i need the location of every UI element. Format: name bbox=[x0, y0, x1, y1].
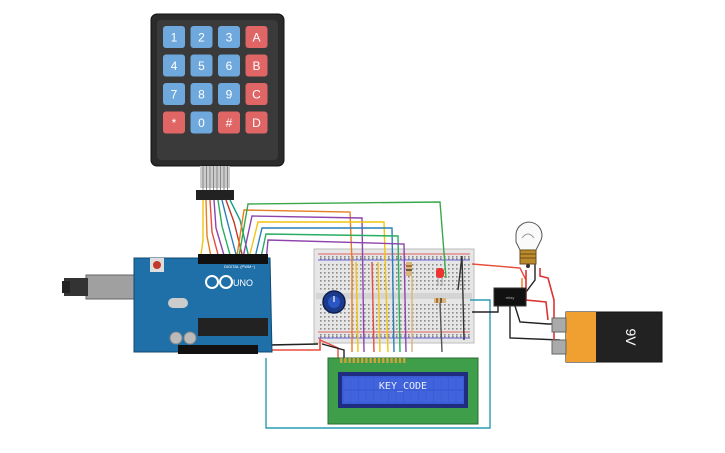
potentiometer[interactable] bbox=[322, 290, 346, 314]
resistor-2[interactable] bbox=[434, 298, 446, 303]
digital-header bbox=[198, 254, 268, 264]
keypad-key-label: C bbox=[252, 88, 261, 102]
keypad-key-label: 5 bbox=[198, 59, 205, 73]
keypad-key-label: 8 bbox=[198, 88, 205, 102]
keypad-key-C[interactable]: C bbox=[245, 83, 268, 105]
keypad-key-label: * bbox=[172, 116, 177, 130]
battery-9v[interactable]: 9V bbox=[551, 311, 663, 363]
keypad-key-2[interactable]: 2 bbox=[190, 26, 213, 48]
keypad-key-label: # bbox=[226, 116, 233, 130]
relay[interactable]: relay bbox=[493, 287, 527, 307]
keypad-key-B[interactable]: B bbox=[245, 54, 268, 77]
keypad-ribbon-lines bbox=[202, 166, 228, 190]
keypad-key-3[interactable]: 3 bbox=[218, 26, 240, 48]
power-header bbox=[178, 345, 258, 354]
keypad-key-7[interactable]: 7 bbox=[163, 83, 185, 105]
keypad-ribbon bbox=[200, 166, 230, 188]
keypad-key-A[interactable]: A bbox=[245, 26, 268, 48]
keypad-key-label: B bbox=[252, 59, 260, 73]
keypad-key-D[interactable]: D bbox=[245, 111, 268, 134]
keypad-key-label: D bbox=[252, 116, 261, 130]
battery-label: 9V bbox=[623, 328, 639, 346]
keypad-key-label: 4 bbox=[171, 59, 178, 73]
lcd-pins bbox=[340, 358, 406, 363]
keypad-key-*[interactable]: * bbox=[163, 111, 185, 134]
breadboard-holes bbox=[320, 256, 470, 338]
keypad[interactable]: 1 2 3 A 4 5 6 B 7 8 9 C * 0 # D bbox=[150, 13, 285, 200]
lcd-display[interactable]: KEY_CODE bbox=[327, 357, 479, 425]
keypad-key-label: A bbox=[252, 31, 260, 45]
keypad-key-label: 1 bbox=[171, 31, 178, 45]
led[interactable] bbox=[436, 268, 444, 286]
keypad-key-label: 9 bbox=[226, 88, 233, 102]
arduino-logo: UNO bbox=[205, 275, 253, 289]
lcd-char-grid bbox=[344, 378, 463, 402]
lcd-text: KEY_CODE bbox=[379, 381, 427, 392]
arduino-uno[interactable]: UNO DIGITAL (PWM~) bbox=[62, 254, 273, 354]
keypad-key-label: 0 bbox=[198, 116, 205, 130]
keypad-key-0[interactable]: 0 bbox=[190, 111, 213, 134]
keypad-key-label: 7 bbox=[171, 88, 178, 102]
keypad-key-label: 2 bbox=[198, 31, 205, 45]
reset-button bbox=[153, 261, 161, 269]
keypad-key-6[interactable]: 6 bbox=[218, 54, 240, 77]
light-bulb[interactable] bbox=[515, 221, 543, 268]
keypad-header bbox=[196, 190, 234, 200]
relay-label: relay bbox=[506, 295, 515, 300]
digital-label: DIGITAL (PWM~) bbox=[224, 264, 256, 269]
keypad-key-label: 6 bbox=[226, 59, 233, 73]
resistor-1[interactable] bbox=[406, 262, 412, 276]
atmega-chip bbox=[198, 318, 268, 336]
keypad-key-1[interactable]: 1 bbox=[163, 26, 185, 48]
keypad-key-5[interactable]: 5 bbox=[190, 54, 213, 77]
brand-label: UNO bbox=[233, 278, 253, 288]
keypad-key-8[interactable]: 8 bbox=[190, 83, 213, 105]
keypad-key-9[interactable]: 9 bbox=[218, 83, 240, 105]
keypad-key-#[interactable]: # bbox=[218, 111, 240, 134]
wires bbox=[199, 199, 561, 429]
keypad-key-4[interactable]: 4 bbox=[163, 54, 185, 77]
keypad-key-label: 3 bbox=[226, 31, 233, 45]
keypad-keys[interactable]: 1 2 3 A 4 5 6 B 7 8 9 C * 0 # D bbox=[163, 26, 268, 134]
